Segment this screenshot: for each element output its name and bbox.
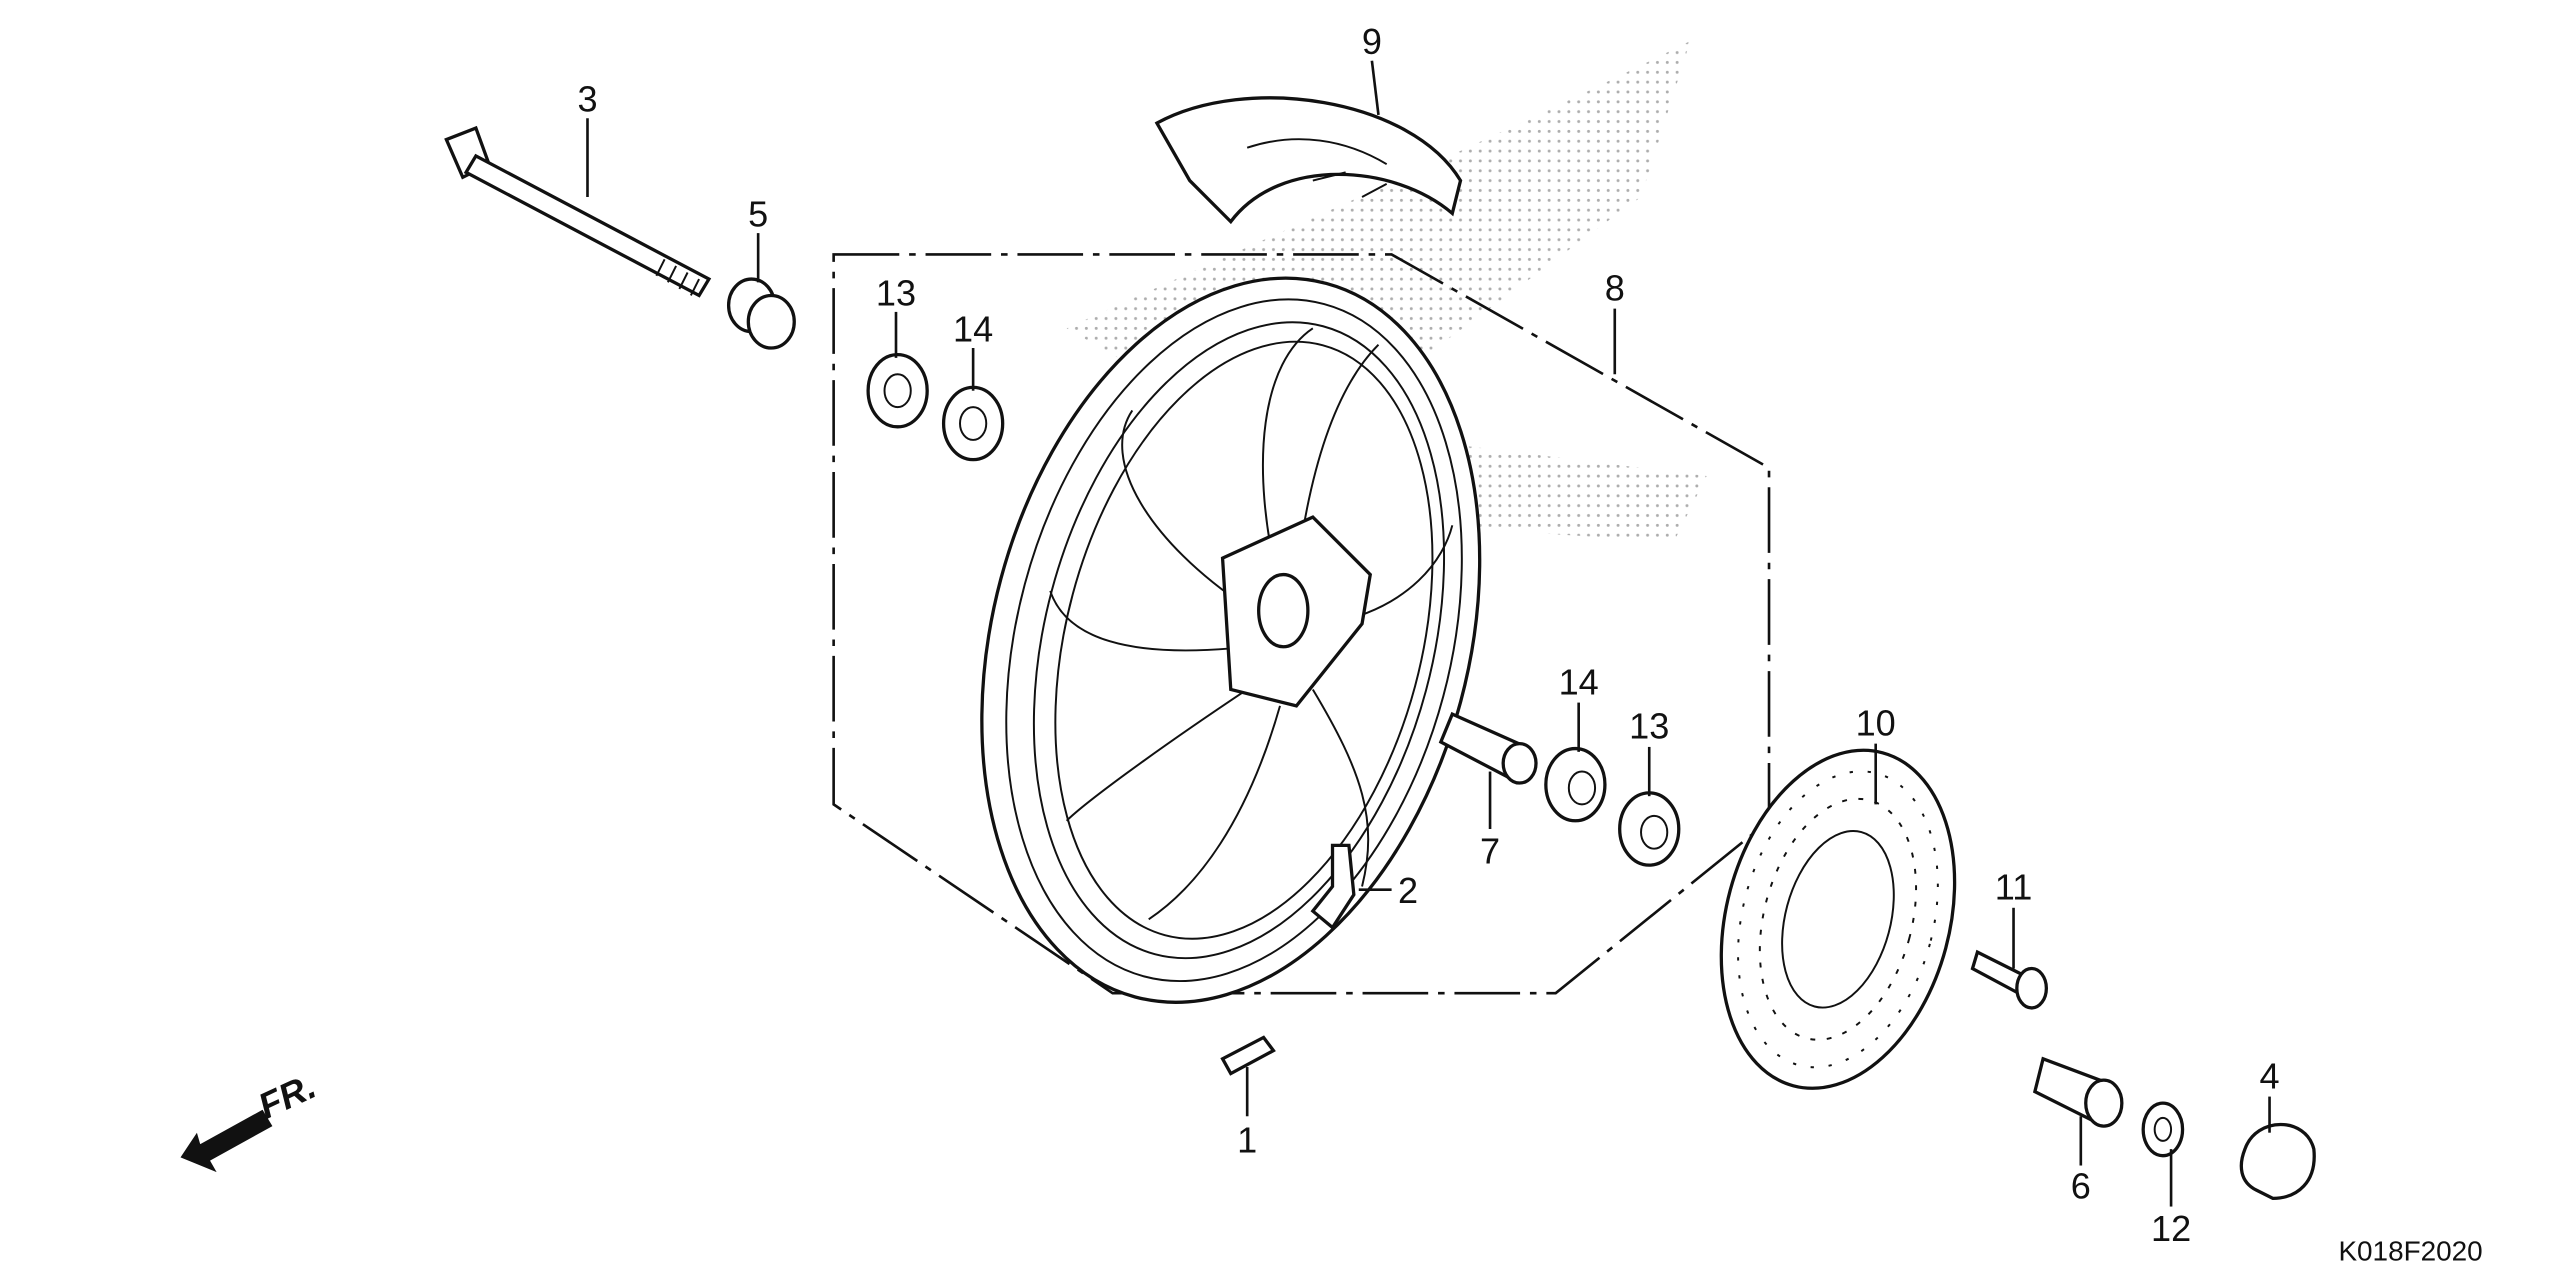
axle-nut-part-12[interactable]	[2141, 1101, 2185, 1158]
brake-disc-part-10[interactable]	[1686, 724, 1991, 1115]
balance-weight-part-1[interactable]	[1220, 1035, 1276, 1076]
callout-13-right: 13	[1629, 706, 1669, 747]
callout-6: 6	[2071, 1165, 2091, 1206]
spacer-part-7[interactable]	[1438, 711, 1538, 785]
callout-10: 10	[1856, 702, 1896, 743]
callout-11: 11	[1995, 867, 2032, 908]
callout-5: 5	[748, 194, 768, 235]
callout-13-left: 13	[876, 272, 916, 313]
callout-9: 9	[1362, 21, 1382, 62]
callout-7: 7	[1480, 830, 1500, 871]
bearing-part-14-right[interactable]	[1544, 746, 1607, 823]
callout-12: 12	[2151, 1208, 2191, 1249]
collar-part-6[interactable]	[2032, 1056, 2124, 1128]
axle-cap-part-4[interactable]	[2239, 1123, 2316, 1200]
tire-part-9[interactable]	[1154, 96, 1463, 225]
callout-14-left: 14	[953, 308, 993, 349]
callout-8: 8	[1605, 267, 1625, 308]
callout-3: 3	[577, 79, 597, 120]
bearing-part-14-left[interactable]	[941, 385, 1005, 462]
disc-bolt-part-11[interactable]	[1970, 949, 2048, 1010]
collar-part-5[interactable]	[726, 277, 796, 350]
diagram-code: K018F2020	[2338, 1236, 2482, 1267]
valve-part-2[interactable]	[1310, 843, 1356, 930]
callout-14-right: 14	[1559, 661, 1599, 702]
assembly-outline	[832, 253, 1771, 995]
callout-4: 4	[2260, 1055, 2280, 1096]
callout-2: 2	[1398, 870, 1418, 911]
bearing-part-13-right[interactable]	[1618, 791, 1681, 867]
front-direction-arrow-icon	[180, 1109, 273, 1173]
leader-lines	[586, 60, 2271, 1207]
bearing-part-13-left[interactable]	[866, 352, 929, 429]
wheel-part-8[interactable]	[905, 222, 1556, 1059]
axle-bolt-part-3[interactable]	[444, 125, 712, 298]
callout-1: 1	[1237, 1119, 1257, 1160]
